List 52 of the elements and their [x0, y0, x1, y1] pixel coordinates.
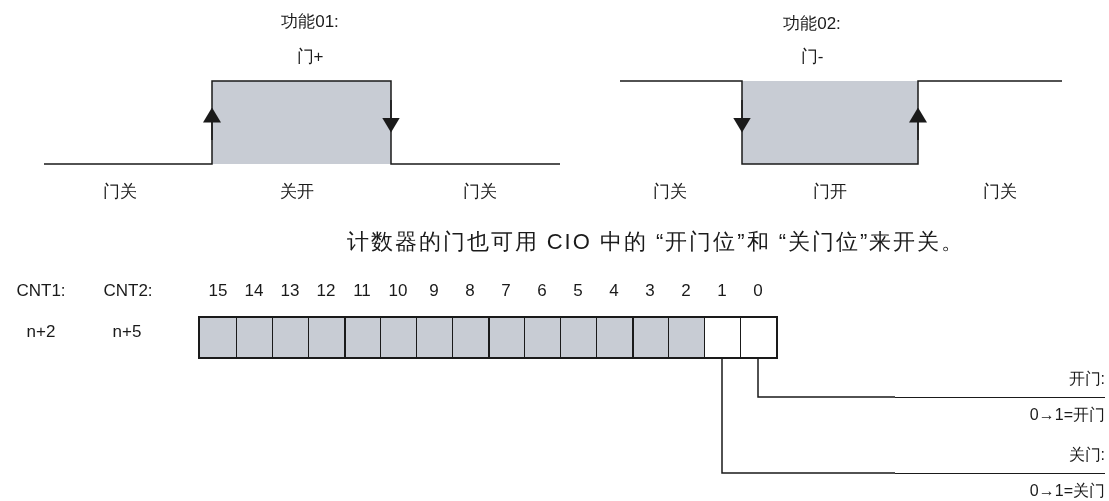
bit-cell [488, 318, 524, 357]
text-label: 13 [280, 281, 300, 301]
text-label: 10 [388, 281, 408, 301]
text-label: 3 [645, 281, 655, 301]
text-label: 门关 [463, 182, 497, 202]
text-label: 2 [681, 281, 691, 301]
bit-cell [380, 318, 416, 357]
bit-cell [308, 318, 344, 357]
bit-cell [452, 318, 488, 357]
text-label: 7 [501, 281, 511, 301]
text-label: n+5 [112, 322, 142, 342]
text-label: 14 [244, 281, 264, 301]
text-label: 关开 [280, 182, 314, 202]
text-label: 15 [208, 281, 228, 301]
text-label: n+2 [26, 322, 56, 342]
bit-cell [416, 318, 452, 357]
bit-cell [524, 318, 560, 357]
text-label: 门开 [813, 182, 847, 202]
note-text: 0→1=关门 [1029, 481, 1105, 501]
note-text: 0→1=开门 [1029, 405, 1105, 425]
text-label: 门关 [103, 182, 137, 202]
text-label: 门+ [296, 47, 324, 67]
bit-cell [236, 318, 272, 357]
bit-cell [344, 318, 380, 357]
text-label: 0 [753, 281, 763, 301]
leader-line [757, 358, 896, 398]
bit-cell [632, 318, 668, 357]
text-label: CNT1: [16, 281, 66, 301]
text-label: 计数器的门也可用 CIO 中的 “开门位”和 “关门位”来开关。 [346, 232, 966, 252]
bit-cell [200, 318, 236, 357]
text-label: CNT2: [103, 281, 153, 301]
note-text: 开门: [1068, 369, 1105, 389]
text-label: 1 [717, 281, 727, 301]
bit-cell [272, 318, 308, 357]
text-label: 8 [465, 281, 475, 301]
text-label: 6 [537, 281, 547, 301]
bit-cell [596, 318, 632, 357]
text-label: 门关 [983, 182, 1017, 202]
text-label: 4 [609, 281, 619, 301]
leader-line [721, 358, 896, 474]
note-text: 关门: [1068, 445, 1105, 465]
text-label: 门关 [653, 182, 687, 202]
bit-cell [560, 318, 596, 357]
bit-cell [668, 318, 704, 357]
text-label: 门- [800, 47, 824, 67]
text-label: 12 [316, 281, 336, 301]
text-label: 功能01: [281, 12, 339, 32]
text-label: 11 [353, 281, 371, 301]
text-label: 功能02: [783, 14, 841, 34]
register-bar [198, 316, 778, 359]
text-label: 9 [429, 281, 439, 301]
text-label: 5 [573, 281, 583, 301]
